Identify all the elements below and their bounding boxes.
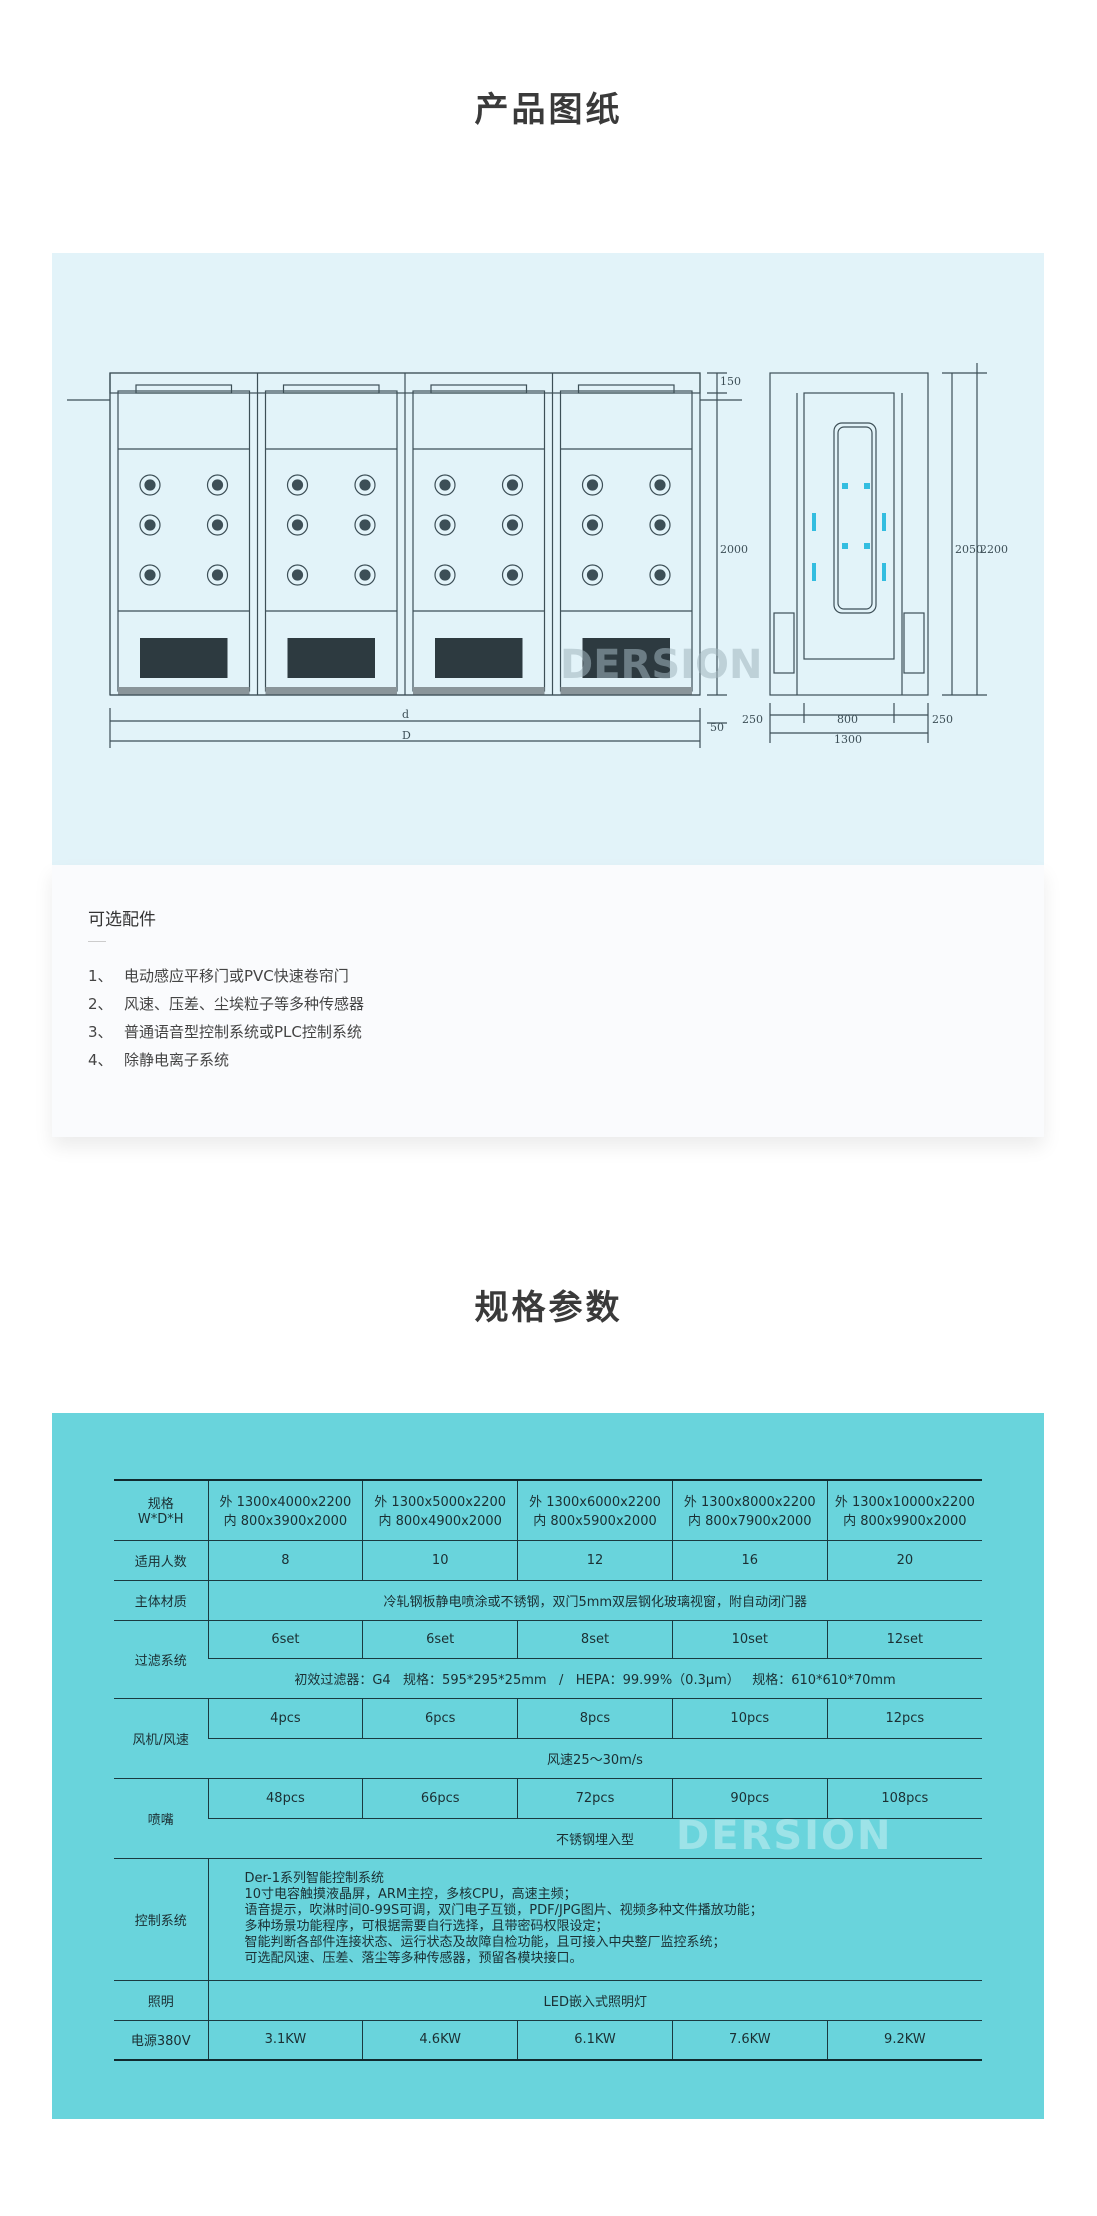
dim-label-2200: 2200 <box>980 543 1008 556</box>
options-title: 可选配件 <box>88 910 156 930</box>
dim-label-50: 50 <box>710 721 724 734</box>
drawing-watermark: DERSION <box>560 642 763 688</box>
spec-cell: 初效过滤器：G4 规格：595*295*25mm / HEPA：99.99%（0… <box>208 1657 982 1699</box>
dim-label-d: d <box>402 708 409 721</box>
spec-row-label: 风机/风速 <box>114 1697 208 1779</box>
spec-cell: 12pcs <box>826 1697 982 1739</box>
spec-row-label: 规格 W*D*H <box>114 1479 208 1541</box>
control-system-description: Der-1系列智能控制系统 10寸电容触摸液晶屏，ARM主控，多核CPU，高速主… <box>207 1857 982 1981</box>
spec-table: 规格 W*D*H 外 1300x4000x2200 内 800x3900x200… <box>114 1479 982 2061</box>
spec-cell: 6.1KW <box>517 2019 673 2061</box>
spec-cell: 10set <box>671 1619 828 1659</box>
spec-cell: 8 <box>207 1539 363 1581</box>
table-row: 初效过滤器：G4 规格：595*295*25mm / HEPA：99.99%（0… <box>114 1657 982 1699</box>
list-item: 4、 除静电离子系统 <box>88 1051 230 1069</box>
dim-label-1300: 1300 <box>834 733 862 746</box>
spec-cell: 16 <box>671 1539 828 1581</box>
spec-cell: 66pcs <box>362 1777 518 1819</box>
spec-row-label: 电源380V <box>114 2019 208 2061</box>
list-item: 2、风速、压差、尘埃粒子等多种传感器 <box>88 995 365 1013</box>
spec-cell: 8pcs <box>517 1697 673 1739</box>
table-row: 照明 LED嵌入式照明灯 <box>114 1979 982 2021</box>
spec-cell: 4.6KW <box>362 2019 518 2061</box>
technical-drawing: DERSION d D 150 2000 50 250 800 250 1300… <box>67 363 1008 748</box>
spec-cell: 外 1300x5000x2200 内 800x4900x2000 <box>362 1479 518 1541</box>
spec-cell: 9.2KW <box>826 2019 982 2061</box>
dim-label-150: 150 <box>720 375 741 388</box>
spec-row-label: 主体材质 <box>114 1579 208 1621</box>
dim-label-2000: 2000 <box>720 543 748 556</box>
dim-label-2050: 2050 <box>955 543 983 556</box>
spec-cell: LED嵌入式照明灯 <box>207 1979 982 2021</box>
spec-row-label: 适用人数 <box>114 1539 208 1581</box>
spec-panel: DERSION 规格 W*D*H 外 1300x4000x2200 内 800x… <box>52 1413 1044 2119</box>
options-list: 1、电动感应平移门或PVC快速卷帘门 2、风速、压差、尘埃粒子等多种传感器 3、… <box>88 965 364 1077</box>
spec-cell: 冷轧钢板静电喷涂或不锈钢，双门5mm双层钢化玻璃视窗，附自动闭门器 <box>207 1579 982 1621</box>
spec-cell: 8set <box>517 1619 673 1659</box>
table-row: 电源380V 3.1KW 4.6KW 6.1KW 7.6KW 9.2KW <box>114 2019 982 2061</box>
spec-cell: 6pcs <box>362 1697 518 1739</box>
spec-cell: 不锈钢埋入型 <box>208 1817 982 1859</box>
section-title-specs: 规格参数 <box>474 1288 623 1328</box>
spec-cell: 12 <box>517 1539 673 1581</box>
side-body-outline <box>769 372 929 696</box>
spec-cell: 10 <box>362 1539 518 1581</box>
options-title-divider <box>88 941 106 942</box>
table-row: 风机/风速 4pcs 6pcs 8pcs 10pcs 12pcs <box>114 1697 982 1779</box>
dim-label-D: D <box>402 729 411 742</box>
spec-row-label: 照明 <box>114 1979 208 2021</box>
spec-cell: 7.6KW <box>671 2019 828 2061</box>
spec-cell: 外 1300x4000x2200 内 800x3900x2000 <box>207 1479 363 1541</box>
list-item: 3、普通语音型控制系统或PLC控制系统 <box>88 1023 362 1041</box>
table-row: 风速25～30m/s <box>114 1737 982 1779</box>
table-row: 喷嘴 48pcs 66pcs 72pcs 90pcs 108pcs <box>114 1777 982 1859</box>
dim-label-800: 800 <box>837 713 858 726</box>
spec-row-label: 喷嘴 <box>114 1777 208 1859</box>
table-row: 控制系统 Der-1系列智能控制系统 10寸电容触摸液晶屏，ARM主控，多核CP… <box>114 1857 982 1981</box>
table-row: 主体材质 冷轧钢板静电喷涂或不锈钢，双门5mm双层钢化玻璃视窗，附自动闭门器 <box>114 1579 982 1621</box>
spec-cell: 3.1KW <box>207 2019 363 2061</box>
spec-row-label: 控制系统 <box>114 1857 208 1981</box>
spec-cell: 10pcs <box>671 1697 828 1739</box>
spec-cell: 外 1300x6000x2200 内 800x5900x2000 <box>517 1479 673 1541</box>
spec-cell: 12set <box>826 1619 982 1659</box>
spec-cell: 外 1300x10000x2200 内 800x9900x2000 <box>826 1479 982 1541</box>
spec-cell: 4pcs <box>207 1697 363 1739</box>
dim-label-250-right: 250 <box>932 713 953 726</box>
spec-cell: 48pcs <box>207 1777 363 1819</box>
spec-cell: 20 <box>826 1539 982 1581</box>
spec-cell: 72pcs <box>517 1777 673 1819</box>
table-row: 规格 W*D*H 外 1300x4000x2200 内 800x3900x200… <box>114 1479 982 1541</box>
spec-cell: 风速25～30m/s <box>208 1737 982 1779</box>
spec-cell: 外 1300x8000x2200 内 800x7900x2000 <box>671 1479 828 1541</box>
spec-cell: 6set <box>362 1619 518 1659</box>
table-row: 适用人数 8 10 12 16 20 <box>114 1539 982 1581</box>
spec-cell: 6set <box>207 1619 363 1659</box>
list-item: 1、电动感应平移门或PVC快速卷帘门 <box>88 967 349 985</box>
dim-label-250-left: 250 <box>742 713 763 726</box>
section-title-drawings: 产品图纸 <box>474 90 623 130</box>
table-row: 过滤系统 6set 6set 8set 10set 12set <box>114 1619 982 1699</box>
product-drawing-panel: DERSION d D 150 2000 50 250 800 250 1300… <box>52 253 1044 865</box>
spec-cell: 90pcs <box>671 1777 828 1819</box>
optional-accessories-card: 可选配件 1、电动感应平移门或PVC快速卷帘门 2、风速、压差、尘埃粒子等多种传… <box>52 865 1044 1137</box>
table-row: 不锈钢埋入型 <box>114 1817 982 1859</box>
spec-row-label: 过滤系统 <box>114 1619 208 1699</box>
spec-cell: 108pcs <box>826 1777 982 1819</box>
